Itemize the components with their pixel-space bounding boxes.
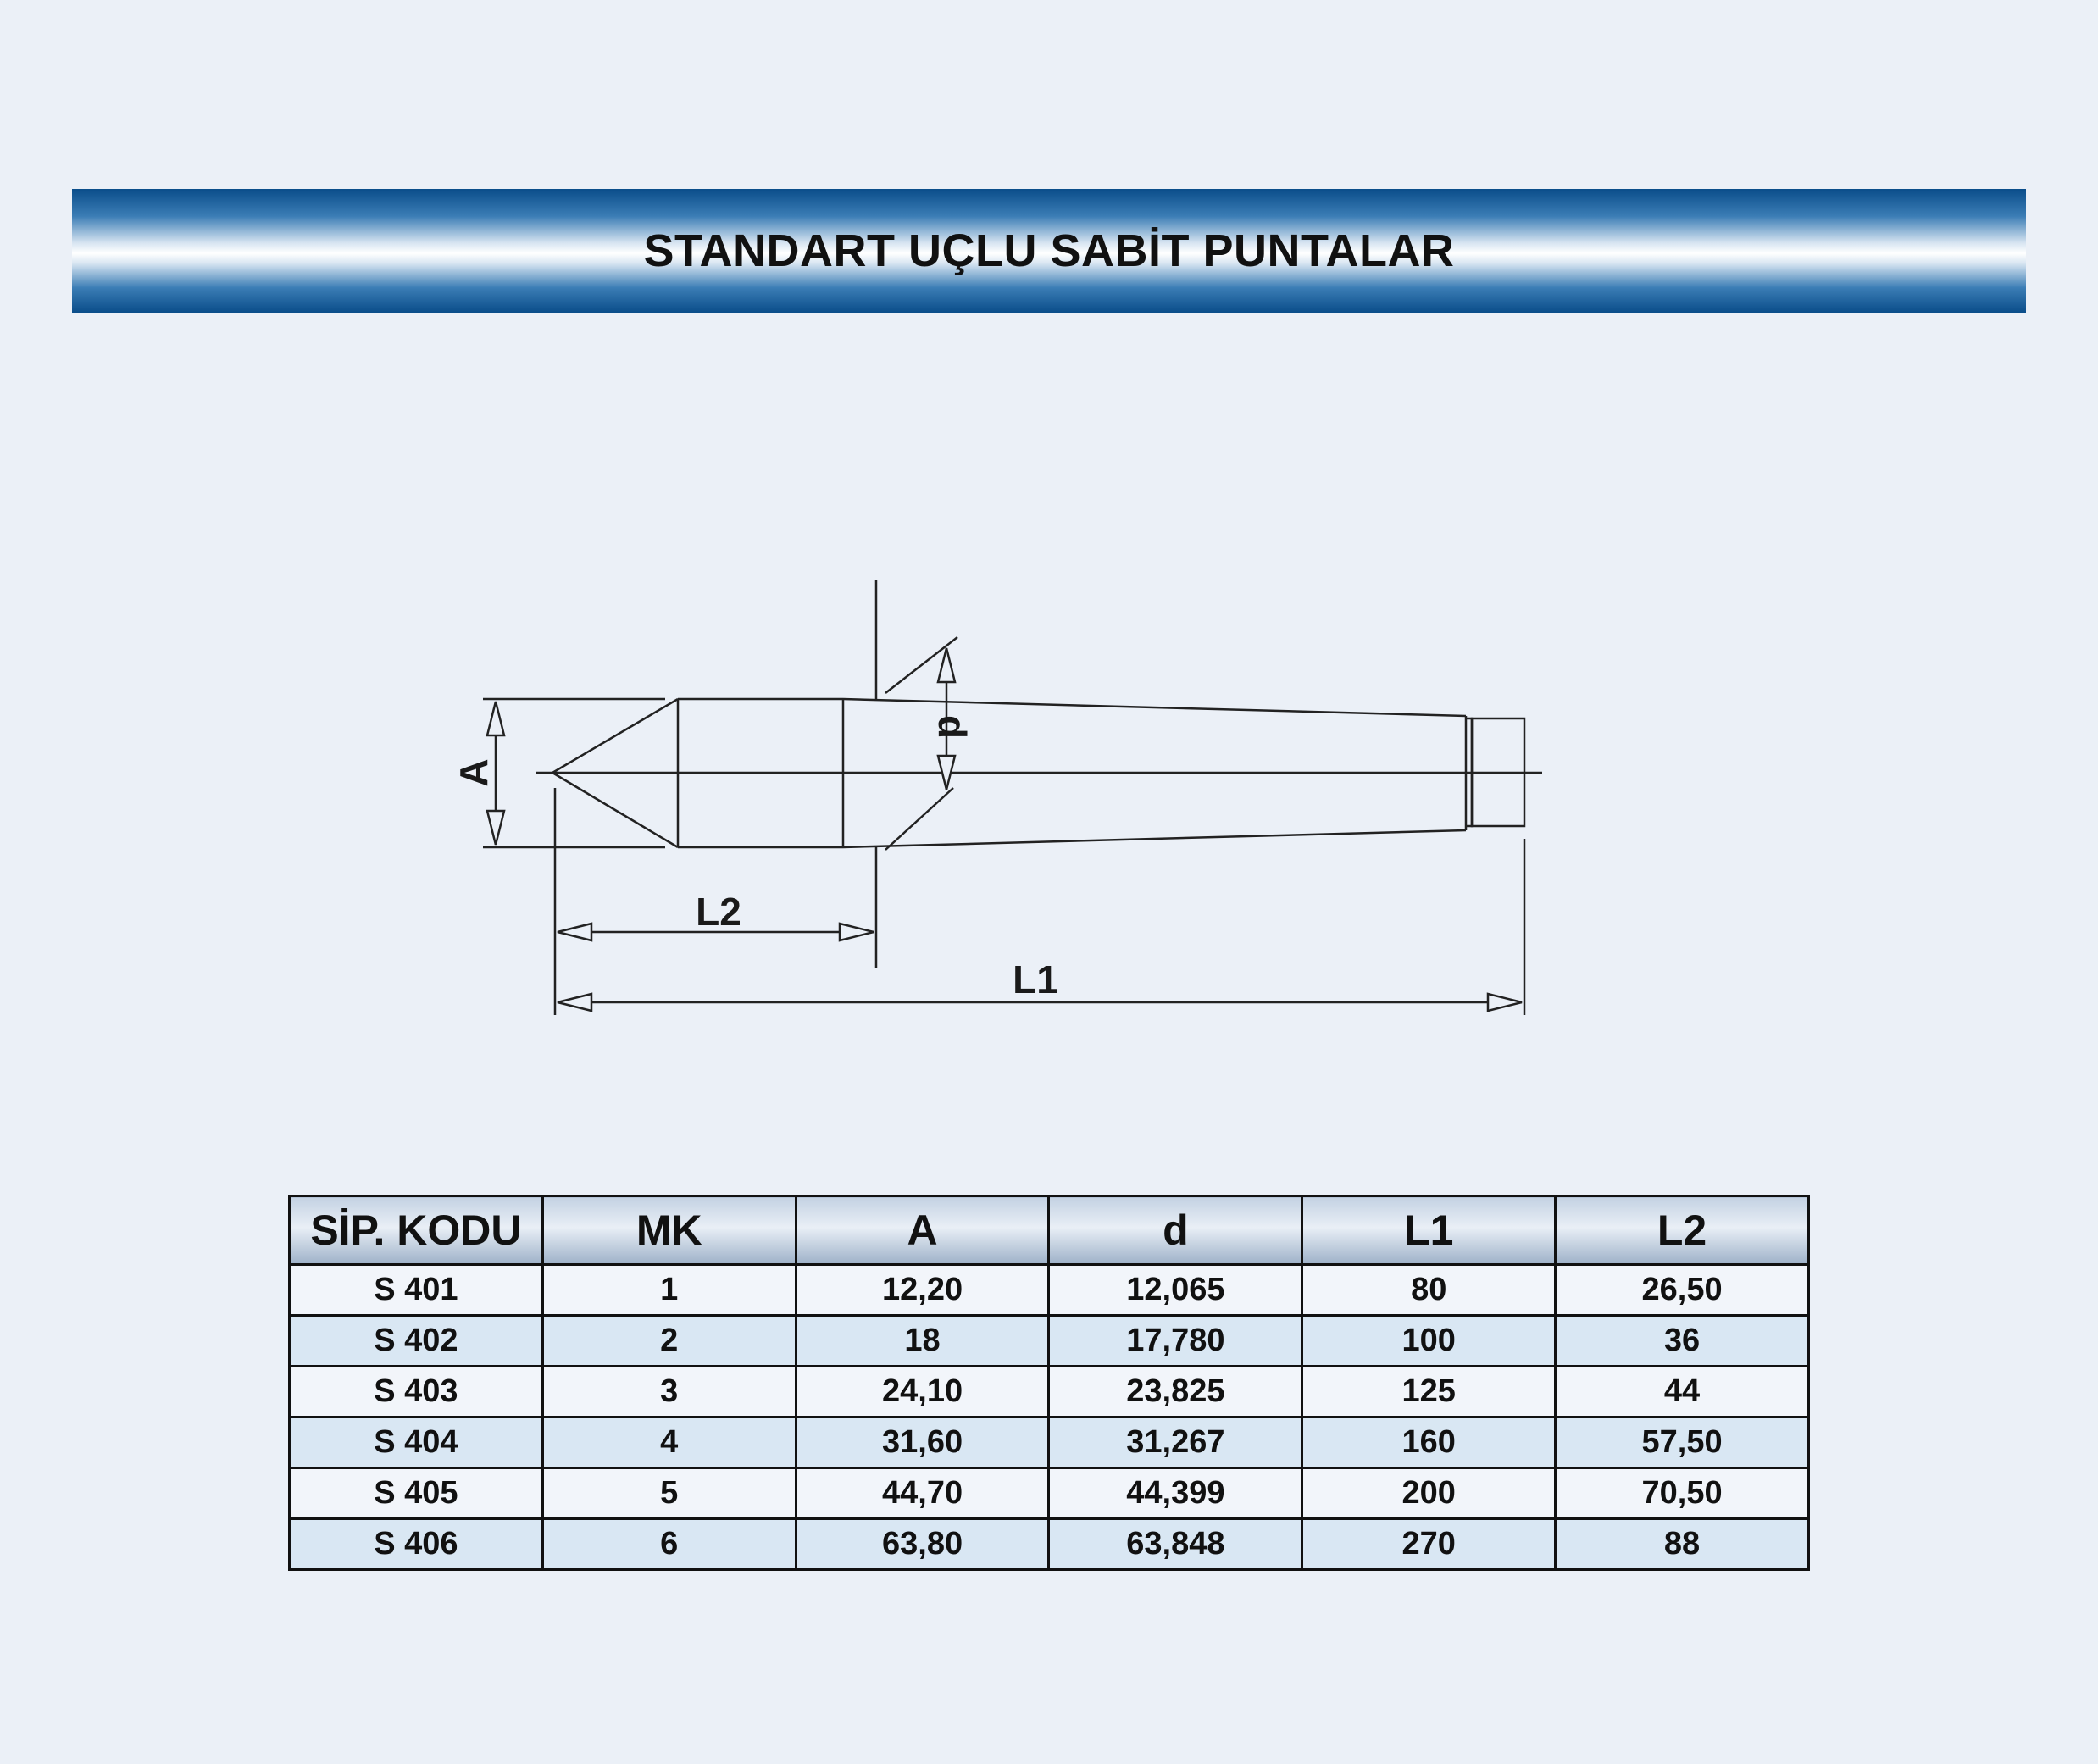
table-row: S 404 4 31,60 31,267 160 57,50 bbox=[288, 1416, 1810, 1469]
cell-d: 31,267 bbox=[1047, 1416, 1304, 1469]
cell-a: 24,10 bbox=[794, 1365, 1051, 1418]
cell-l2: 26,50 bbox=[1554, 1263, 1810, 1317]
l1-arrow-left bbox=[557, 992, 593, 1012]
tang-end bbox=[1470, 717, 1526, 828]
cell-l2: 36 bbox=[1554, 1314, 1810, 1367]
cell-l1: 100 bbox=[1301, 1314, 1557, 1367]
cell-a: 31,60 bbox=[794, 1416, 1051, 1469]
tip-edge-top bbox=[552, 697, 679, 774]
page-title: STANDART UÇLU SABİT PUNTALAR bbox=[643, 225, 1455, 276]
label-d: d bbox=[930, 715, 974, 739]
cell-l2: 44 bbox=[1554, 1365, 1810, 1418]
d-arrow-bottom bbox=[936, 754, 957, 790]
cell-d: 63,848 bbox=[1047, 1517, 1304, 1571]
table-row: S 402 2 18 17,780 100 36 bbox=[288, 1314, 1810, 1367]
cell-sip-kodu: S 406 bbox=[288, 1517, 544, 1571]
title-banner: STANDART UÇLU SABİT PUNTALAR bbox=[72, 189, 2026, 313]
cell-l2: 57,50 bbox=[1554, 1416, 1810, 1469]
cell-d: 23,825 bbox=[1047, 1365, 1304, 1418]
a-arrow-top bbox=[486, 701, 506, 737]
label-l1: L1 bbox=[1013, 957, 1058, 1001]
cell-a: 18 bbox=[794, 1314, 1051, 1367]
header-mk: MK bbox=[541, 1195, 797, 1266]
cell-l1: 270 bbox=[1301, 1517, 1557, 1571]
table-header-row: SİP. KODU MK A d L1 L2 bbox=[288, 1195, 1810, 1266]
table-row: S 403 3 24,10 23,825 125 44 bbox=[288, 1365, 1810, 1418]
cell-sip-kodu: S 402 bbox=[288, 1314, 544, 1367]
cell-l1: 160 bbox=[1301, 1416, 1557, 1469]
d-leader-bottom bbox=[885, 787, 954, 851]
cell-sip-kodu: S 404 bbox=[288, 1416, 544, 1469]
label-l2: L2 bbox=[696, 890, 741, 934]
cell-a: 44,70 bbox=[794, 1467, 1051, 1520]
d-arrow-top bbox=[936, 647, 957, 684]
cell-l1: 80 bbox=[1301, 1263, 1557, 1317]
cell-l1: 200 bbox=[1301, 1467, 1557, 1520]
cell-mk: 3 bbox=[541, 1365, 797, 1418]
cell-mk: 2 bbox=[541, 1314, 797, 1367]
table-row: S 401 1 12,20 12,065 80 26,50 bbox=[288, 1263, 1810, 1317]
cell-sip-kodu: S 401 bbox=[288, 1263, 544, 1317]
cell-d: 12,065 bbox=[1047, 1263, 1304, 1317]
cell-a: 63,80 bbox=[794, 1517, 1051, 1571]
table-row: S 405 5 44,70 44,399 200 70,50 bbox=[288, 1467, 1810, 1520]
l2-arrow-right bbox=[838, 922, 874, 942]
taper-bottom bbox=[842, 829, 1467, 849]
a-arrow-bottom bbox=[486, 809, 506, 846]
cell-d: 17,780 bbox=[1047, 1314, 1304, 1367]
header-l1: L1 bbox=[1301, 1195, 1557, 1266]
cell-a: 12,20 bbox=[794, 1263, 1051, 1317]
l1-arrow-right bbox=[1486, 992, 1523, 1012]
cell-sip-kodu: S 405 bbox=[288, 1467, 544, 1520]
cell-l2: 88 bbox=[1554, 1517, 1810, 1571]
tip-edge-bottom bbox=[552, 771, 679, 849]
table-row: S 406 6 63,80 63,848 270 88 bbox=[288, 1517, 1810, 1571]
label-a: A bbox=[452, 758, 496, 786]
cell-mk: 1 bbox=[541, 1263, 797, 1317]
cell-sip-kodu: S 403 bbox=[288, 1365, 544, 1418]
header-sip-kodu: SİP. KODU bbox=[288, 1195, 544, 1266]
l2-arrow-left bbox=[557, 922, 593, 942]
cell-l2: 70,50 bbox=[1554, 1467, 1810, 1520]
d-leader-top bbox=[885, 636, 958, 694]
header-a: A bbox=[794, 1195, 1051, 1266]
header-d: d bbox=[1047, 1195, 1304, 1266]
cell-mk: 6 bbox=[541, 1517, 797, 1571]
cell-mk: 4 bbox=[541, 1416, 797, 1469]
taper-top bbox=[842, 697, 1467, 718]
cell-d: 44,399 bbox=[1047, 1467, 1304, 1520]
cell-mk: 5 bbox=[541, 1467, 797, 1520]
header-l2: L2 bbox=[1554, 1195, 1810, 1266]
spec-table: SİP. KODU MK A d L1 L2 S 401 1 12,20 12,… bbox=[288, 1195, 1810, 1571]
cell-l1: 125 bbox=[1301, 1365, 1557, 1418]
